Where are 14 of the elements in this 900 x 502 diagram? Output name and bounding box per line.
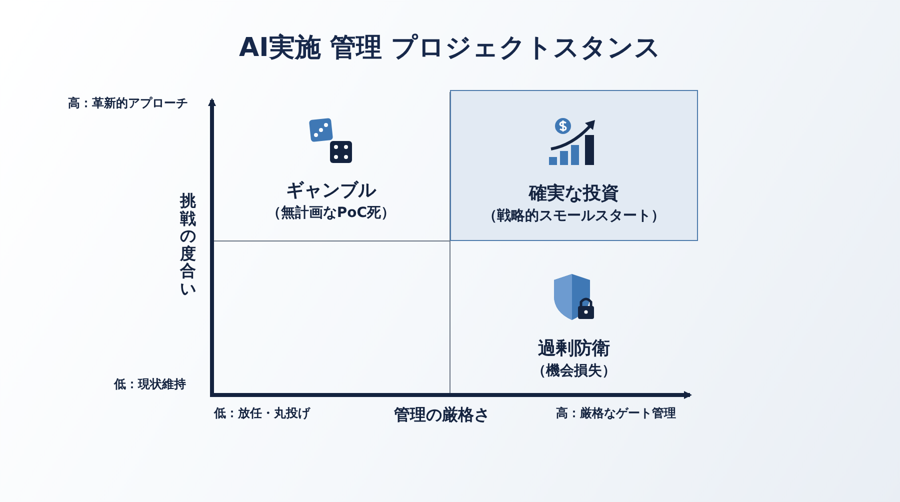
- axis-end-label: 低：現状維持: [114, 376, 186, 393]
- axis-end-label: 低：放任・丸投げ: [214, 405, 310, 422]
- quadrant-title: 過剰防衛: [538, 337, 610, 360]
- quadrant-subtitle: （無計画なPoC死）: [266, 204, 396, 222]
- highlight-box: [450, 90, 698, 241]
- quadrant-subtitle: （戦略的スモールスタート）: [483, 207, 665, 225]
- quadrant-title: ギャンブル: [286, 179, 376, 202]
- axis-title: 挑戦の度合い: [180, 192, 196, 298]
- quadrant-title: 確実な投資: [529, 182, 619, 205]
- axis-end-label: 高：革新的アプローチ: [68, 95, 188, 112]
- axis-end-label: 高：厳格なゲート管理: [556, 405, 676, 422]
- chart-title: AI実施 管理 プロジェクトスタンス: [238, 32, 662, 65]
- axis-title: 管理の厳格さ: [394, 405, 490, 426]
- quadrant-subtitle: （機会損失）: [532, 362, 616, 380]
